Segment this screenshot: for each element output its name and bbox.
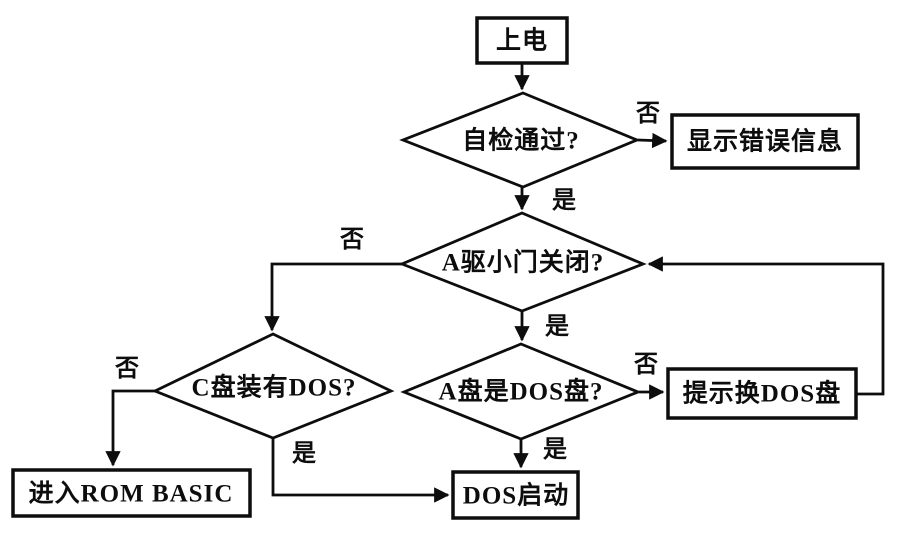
edge-cdisk-yes-to-dosboot bbox=[271, 438, 450, 503]
edge-selftest-no-to-error bbox=[637, 132, 668, 149]
decision-diamond-door bbox=[398, 211, 647, 313]
decision-diamond-selftest bbox=[399, 91, 641, 189]
node-label-selftest: 自检通过? bbox=[462, 126, 580, 155]
edge-label-selftest-no: 否 bbox=[635, 101, 660, 127]
flowchart-edge-labels: 否 是 否 是 否 是 否 是 bbox=[114, 101, 660, 467]
edge-door-no-to-cdisk bbox=[264, 262, 402, 332]
edge-cdisk-no-to-rombasic bbox=[105, 389, 155, 467]
node-label-power: 上电 bbox=[496, 27, 548, 55]
edge-label-cdisk-yes: 是 bbox=[292, 441, 316, 467]
node-label-adisk: A盘是DOS盘? bbox=[439, 377, 604, 406]
decision-diamond-cdisk bbox=[151, 332, 395, 440]
decision-diamond-adisk bbox=[400, 342, 642, 441]
flowchart-node-labels: 上电 自检通过? 显示错误信息 A驱小门关闭? A盘是DOS盘? 提示换DOS盘… bbox=[29, 27, 843, 510]
node-label-enter-rom-basic: 进入ROM BASIC bbox=[29, 480, 234, 508]
node-label-cdisk: C盘装有DOS? bbox=[192, 373, 357, 402]
edge-label-selftest-yes: 是 bbox=[552, 188, 576, 214]
process-box-prompt-change-disk bbox=[666, 367, 858, 420]
edge-prompt-feedback-to-door bbox=[647, 256, 885, 396]
process-box-power bbox=[475, 16, 569, 65]
flowchart-nodes bbox=[11, 16, 860, 520]
edge-label-door-no: 否 bbox=[339, 227, 364, 253]
flowchart-edges bbox=[105, 63, 885, 503]
node-label-show-error: 显示错误信息 bbox=[687, 127, 843, 156]
edge-label-cdisk-no: 否 bbox=[114, 356, 139, 382]
process-box-dos-boot bbox=[451, 470, 580, 520]
edge-label-adisk-no: 否 bbox=[633, 352, 658, 378]
node-label-door: A驱小门关闭? bbox=[442, 248, 605, 277]
edge-label-door-yes: 是 bbox=[545, 314, 569, 340]
edge-label-adisk-yes: 是 bbox=[543, 437, 567, 463]
process-box-enter-rom-basic bbox=[11, 468, 252, 518]
process-box-show-error bbox=[670, 113, 860, 170]
node-label-prompt-change-disk: 提示换DOS盘 bbox=[683, 379, 841, 408]
node-label-dos-boot: DOS启动 bbox=[463, 481, 569, 510]
